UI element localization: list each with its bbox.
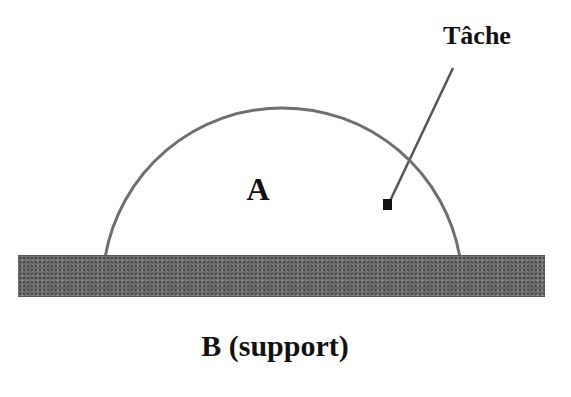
leader-line [390, 68, 453, 201]
droplet-outline [100, 105, 465, 260]
droplet-shape: A [100, 105, 465, 260]
support-surface [18, 255, 545, 297]
stain-mark [383, 199, 392, 210]
droplet-outline [105, 108, 460, 258]
callout-label: Tâche [443, 22, 511, 51]
support-band: B (support) [18, 255, 545, 375]
part-letter: A [246, 172, 269, 207]
part-name: B (support) [201, 329, 349, 362]
